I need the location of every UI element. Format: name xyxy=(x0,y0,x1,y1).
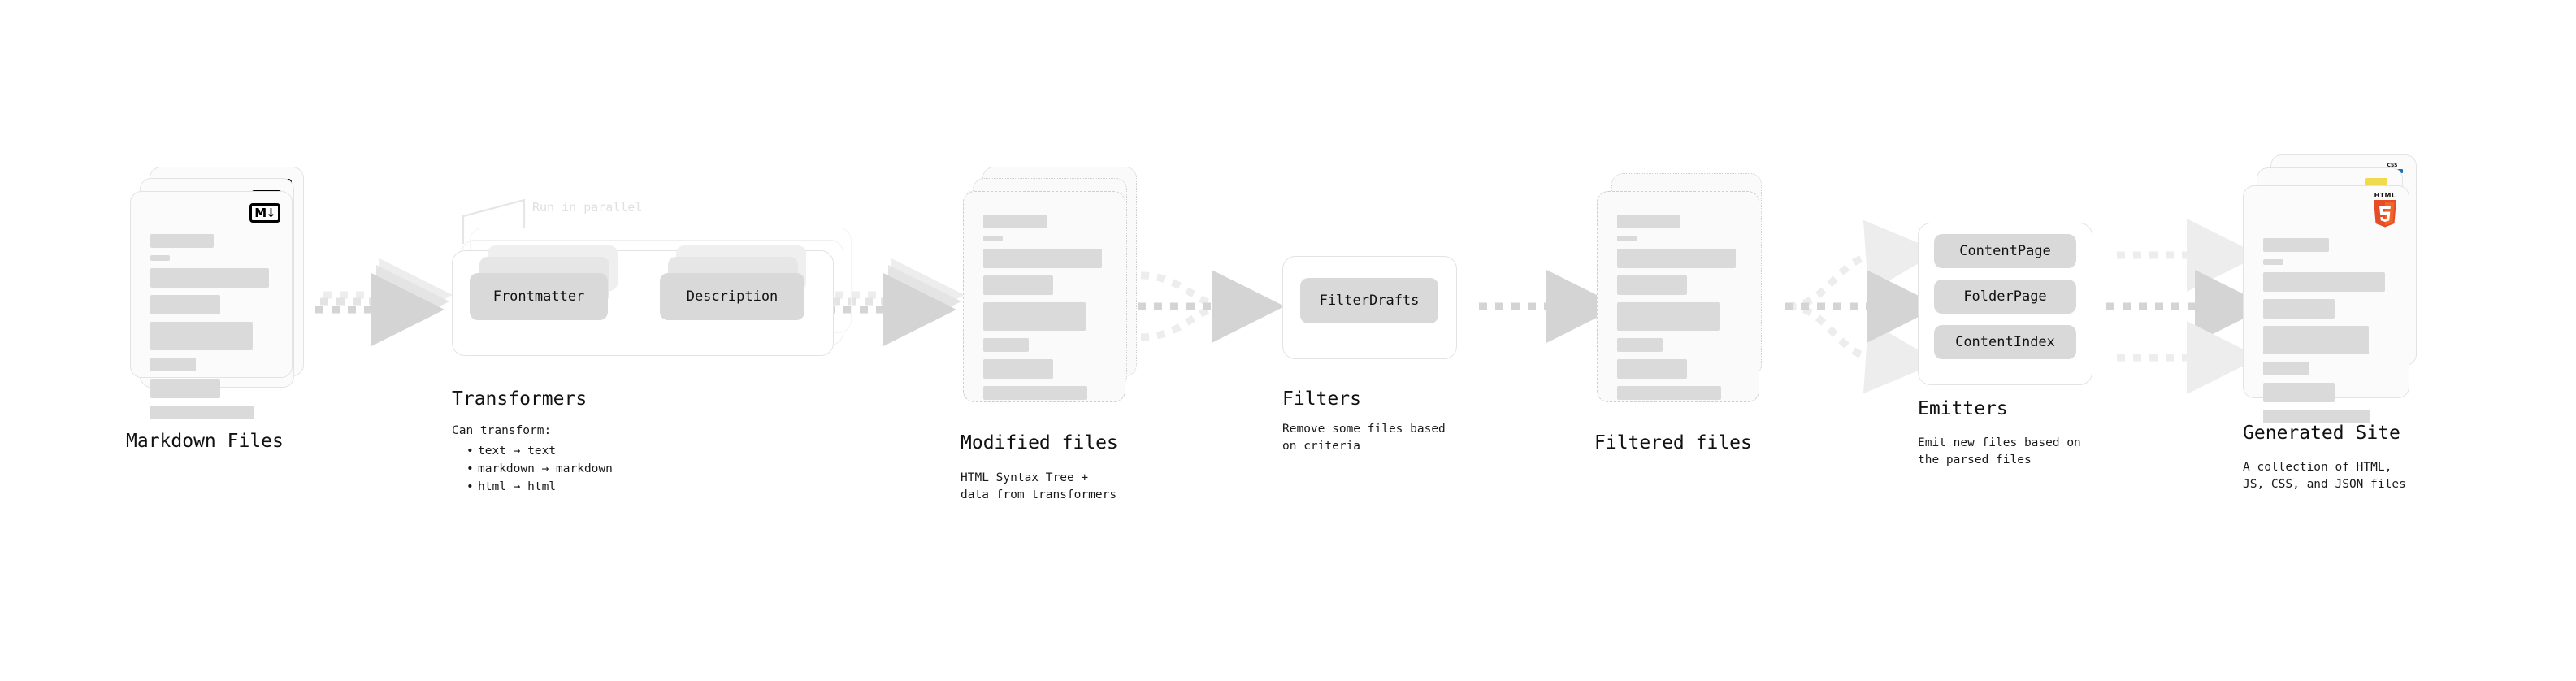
filtered-card-front[interactable] xyxy=(1597,191,1759,402)
skeleton-bar xyxy=(2263,362,2310,375)
skeleton-bar xyxy=(983,386,1087,400)
skeleton-bar xyxy=(1617,236,1637,241)
skeleton-bars xyxy=(1617,215,1739,407)
skeleton-bar xyxy=(1617,386,1721,400)
skeleton-bar xyxy=(1617,359,1687,379)
skeleton-bar xyxy=(150,379,220,398)
markdown-icon: M↓ xyxy=(249,203,280,223)
skeleton-bar xyxy=(150,295,220,314)
skeleton-bar xyxy=(1617,338,1663,352)
skeleton-bar xyxy=(150,358,196,371)
skeleton-bar xyxy=(1617,249,1736,268)
transformer-chip-frontmatter[interactable]: Frontmatter xyxy=(470,273,608,320)
emitters-title: Emitters xyxy=(1918,398,2008,419)
modified-files-title: Modified files xyxy=(961,432,1118,453)
modified-files-subtitle: HTML Syntax Tree + data from transformer… xyxy=(961,471,1117,501)
skeleton-bar xyxy=(983,359,1053,379)
skeleton-bar xyxy=(1617,302,1720,331)
filter-chip-filterdrafts[interactable]: FilterDrafts xyxy=(1300,278,1438,323)
emitters-subtitle: Emit new files based on the parsed files xyxy=(1918,436,2081,466)
transformer-bullet: html → html xyxy=(466,478,613,496)
arrow-modified-to-filters xyxy=(1138,270,1285,343)
skeleton-bar xyxy=(2263,410,2370,423)
arrow-emitters-to-site xyxy=(2106,219,2268,394)
generated-site-title: Generated Site xyxy=(2243,423,2400,444)
skeleton-bar xyxy=(2263,383,2335,402)
skeleton-bar xyxy=(150,268,269,288)
skeleton-bar xyxy=(983,275,1053,295)
skeleton-bar xyxy=(2263,326,2370,354)
transformer-bullet: markdown → markdown xyxy=(466,460,613,478)
skeleton-bar xyxy=(983,302,1086,331)
generated-site-subtitle: A collection of HTML, JS, CSS, and JSON … xyxy=(2243,461,2406,491)
skeleton-bar xyxy=(150,234,214,248)
transformers-caption: Can transform: xyxy=(452,424,552,437)
html5-shield xyxy=(2372,200,2398,228)
transformers-title: Transformers xyxy=(452,388,588,410)
skeleton-bar xyxy=(1617,275,1687,295)
skeleton-bar xyxy=(150,255,170,261)
emitter-chip-contentindex[interactable]: ContentIndex xyxy=(1934,325,2076,359)
emitter-chip-folderpage[interactable]: FolderPage xyxy=(1934,280,2076,314)
skeleton-bar xyxy=(150,322,253,350)
html5-icon-word: HTML xyxy=(2374,192,2396,199)
css3-icon-label: CSS xyxy=(2387,163,2398,168)
html5-icon: HTML xyxy=(2371,193,2399,228)
arrow-filtered-to-emitters xyxy=(1785,219,1940,394)
skeleton-bar xyxy=(983,215,1047,228)
skeleton-bars xyxy=(2263,238,2389,431)
skeleton-bars xyxy=(983,215,1105,407)
run-in-parallel-label: Run in parallel xyxy=(532,200,643,215)
skeleton-bar xyxy=(150,406,254,419)
markdown-card-front[interactable]: M↓ xyxy=(130,191,293,419)
transformer-bullet: text → text xyxy=(466,442,613,460)
skeleton-bar xyxy=(2263,272,2386,292)
arrow-markdown-to-transformers xyxy=(315,258,453,346)
filters-title: Filters xyxy=(1282,388,1361,410)
generated-card-html[interactable]: HTML xyxy=(2243,185,2409,423)
html5-shield-svg xyxy=(2374,200,2396,228)
skeleton-bar xyxy=(983,338,1029,352)
emitter-chip-contentpage[interactable]: ContentPage xyxy=(1934,234,2076,268)
transformer-chip-description[interactable]: Description xyxy=(660,273,804,320)
skeleton-bar xyxy=(983,236,1003,241)
filters-subtitle: Remove some files based on criteria xyxy=(1282,423,1446,453)
skeleton-bar xyxy=(983,249,1102,268)
skeleton-bar xyxy=(2263,299,2335,319)
markdown-files-title: Markdown Files xyxy=(126,431,284,452)
skeleton-bar xyxy=(2263,238,2329,252)
skeleton-bars xyxy=(150,234,272,427)
modified-card-front[interactable] xyxy=(963,191,1125,402)
filtered-files-title: Filtered files xyxy=(1594,432,1752,453)
skeleton-bar xyxy=(2263,259,2283,265)
skeleton-bar xyxy=(1617,215,1680,228)
transformers-bullets: text → text markdown → markdown html → h… xyxy=(463,442,613,496)
